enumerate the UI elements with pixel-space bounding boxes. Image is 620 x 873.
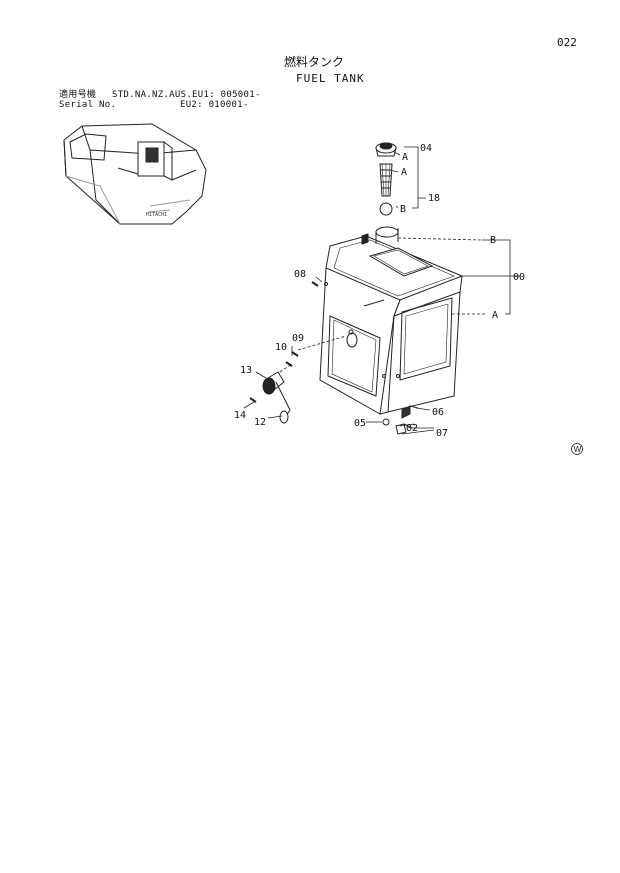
- callout-10: 10: [275, 342, 287, 353]
- callout-06: 06: [432, 407, 444, 418]
- callout-08: 08: [294, 269, 306, 280]
- callout-07: 07: [436, 428, 448, 439]
- callout-13: 13: [240, 365, 252, 376]
- bolt-09: [291, 351, 299, 357]
- strainer-18: [379, 163, 393, 216]
- applicable-label: 適用号機: [59, 90, 97, 100]
- bracket-06: [401, 405, 411, 419]
- serial-label: Serial No.: [59, 100, 117, 110]
- callout-00: 00: [513, 272, 525, 283]
- callout-12: 12: [254, 417, 266, 428]
- w-mark-letter: W: [574, 445, 582, 454]
- washer-10: [285, 361, 293, 367]
- callout-14: 14: [234, 410, 246, 421]
- page-number: 022: [557, 36, 577, 49]
- callout-09: 09: [292, 333, 304, 344]
- small-parts: [249, 281, 419, 435]
- page-title-jp: 燃料タンク: [284, 55, 345, 69]
- callout-04: 04: [420, 143, 432, 154]
- callout-b-2: B: [490, 235, 496, 246]
- w-circle-mark: W: [571, 443, 583, 455]
- fuel-tank-00: [319, 226, 464, 415]
- callout-labels: 04 A A 18 B B 00 A 08 09 10 13 14 12 05 …: [234, 143, 525, 439]
- bolt-05: [382, 418, 390, 426]
- bracket-07: [395, 423, 407, 435]
- svg-text:HITACHI: HITACHI: [146, 212, 167, 218]
- leader-lines: [243, 146, 520, 435]
- excavator-locator-illustration: HITACHI: [63, 123, 207, 225]
- callout-a-1: A: [402, 152, 408, 163]
- bolt-08: [311, 281, 319, 287]
- page-title-en: FUEL TANK: [296, 72, 365, 85]
- callout-05: 05: [354, 418, 366, 429]
- callout-a-2: A: [401, 167, 407, 178]
- callout-02: 02: [406, 423, 418, 434]
- screw-14: [249, 397, 257, 403]
- applicable-serials-eu2: EU2: 010001-: [180, 100, 249, 110]
- callout-b-1: B: [400, 204, 406, 215]
- callout-a-3: A: [492, 310, 498, 321]
- callout-18: 18: [428, 193, 440, 204]
- applicable-serials-std: STD.NA.NZ.AUS.EU1: 005001-: [112, 90, 261, 100]
- fuel-cap-04: [375, 142, 397, 157]
